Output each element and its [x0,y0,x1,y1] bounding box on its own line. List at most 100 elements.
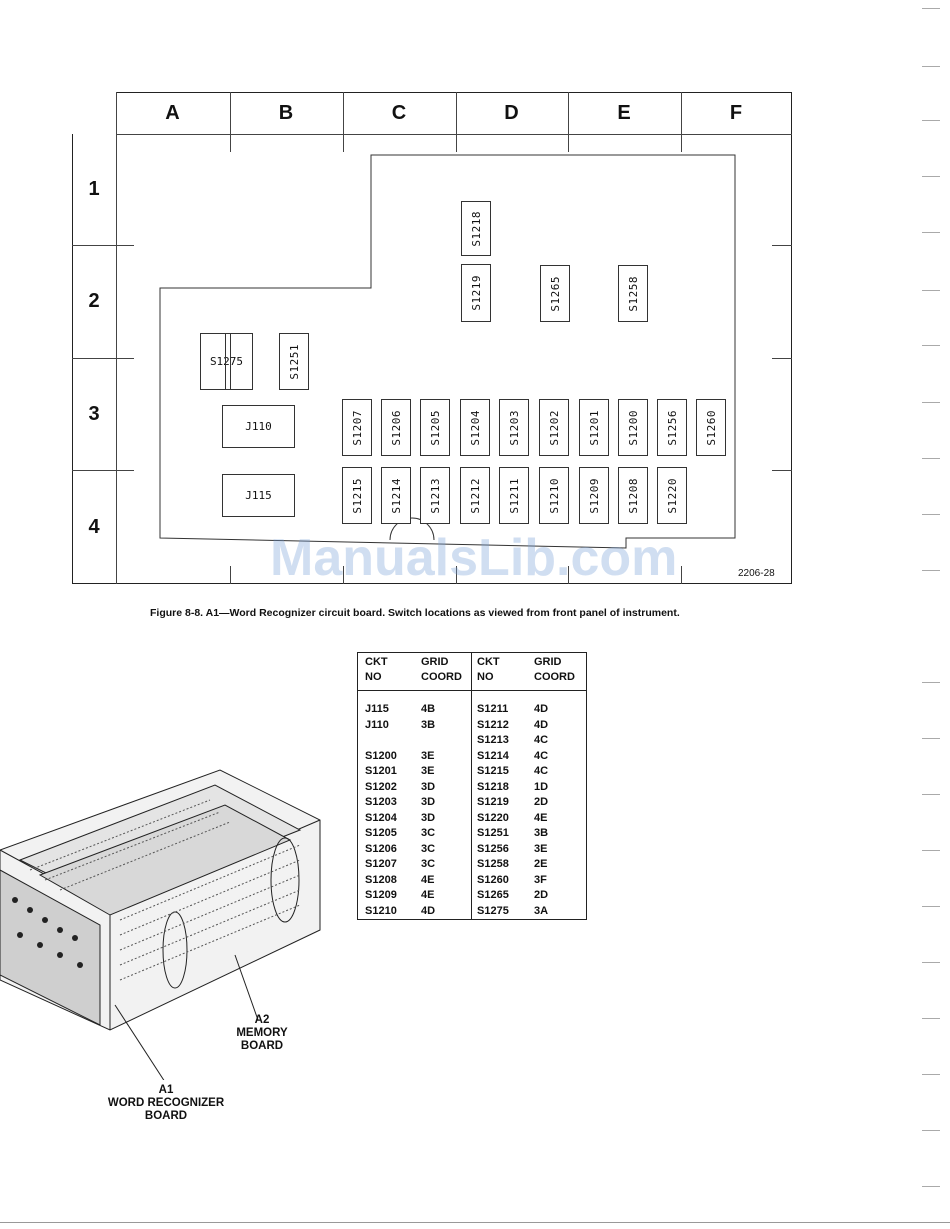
table-cell-ckt-no: S1212 [477,718,509,731]
table-cell-grid-coord: 3B [534,827,549,839]
table-cell-ckt-no: S1207 [365,858,397,870]
table-cell-grid-coord: 4D [534,718,549,731]
table-cell-ckt-no: S1204 [365,811,397,824]
table-cell-ckt-no: S1251 [477,827,509,839]
table-cell-grid-coord: 2E [534,858,548,870]
grid-row-2: 2 [88,290,100,312]
component-j110: J110 [222,405,295,448]
grid-row-1: 1 [88,178,100,200]
table-cell-ckt-no: S1256 [477,842,509,855]
coordinate-table [357,652,587,920]
table-cell-ckt-no: S1219 [477,796,509,808]
table-cell-grid-coord: 3E [421,765,435,777]
component-s1206: S1206 [381,399,411,456]
table-cell-grid-coord: 2D [534,796,549,808]
table-cell-ckt-no: S1213 [477,734,509,746]
table-cell-ckt-no: S1209 [365,889,397,901]
table-cell-grid-coord: 3B [421,718,436,731]
table-cell-ckt-no: J110 [365,718,389,731]
table-cell-grid-coord: 4E [421,889,435,901]
table-cell-grid-coord: 3C [421,858,436,870]
component-s1215: S1215 [342,467,372,524]
component-s1207: S1207 [342,399,372,456]
table-cell-ckt-no: S1215 [477,765,509,777]
label-a2-memory-board: A2 MEMORY BOARD [236,1014,288,1052]
table-cell-grid-coord: 4E [421,873,435,886]
component-s1212: S1212 [460,467,490,524]
component-s1214: S1214 [381,467,411,524]
table-cell-ckt-no: S1210 [365,904,397,917]
component-s1220: S1220 [657,467,687,524]
table-cell-grid-coord: 3C [421,827,436,839]
component-s1218: S1218 [461,201,491,256]
component-s1203: S1203 [499,399,529,456]
table-cell-grid-coord: 4D [534,703,549,715]
grid-col-e: E [617,101,632,124]
table-cell-grid-coord: 3F [534,873,547,886]
component-s1201: S1201 [579,399,609,456]
table-cell-ckt-no: S1265 [477,889,509,901]
table-cell-grid-coord: 2D [534,889,549,901]
grid-row-4: 4 [88,515,100,538]
grid-frame [72,92,792,584]
table-cell-grid-coord: 4E [534,811,548,824]
figure-caption: Figure 8-8. A1—Word Recognizer circuit b… [150,607,680,619]
component-s1200: S1200 [618,399,648,456]
table-cell-ckt-no: S1208 [365,873,397,886]
table-cell-grid-coord: 3C [421,842,436,855]
table-cell-grid-coord: 3A [534,904,549,917]
table-cell-ckt-no: J115 [365,703,389,715]
grid-col-d: D [504,101,520,124]
table-cell-ckt-no: S1202 [365,780,397,793]
table-cell-ckt-no: S1203 [365,796,397,808]
grid-col-a: A [165,101,181,124]
table-cell-grid-coord: 3E [534,842,548,855]
component-s1265: S1265 [540,265,570,322]
component-j115: J115 [222,474,295,517]
table-cell-grid-coord: 4C [534,765,549,777]
instrument-illustration [0,769,321,1080]
table-cell-ckt-no: S1200 [365,749,397,762]
watermark: ManualsLib.com [270,529,678,587]
grid-col-f: F [729,101,744,124]
component-s1202: S1202 [539,399,569,456]
component-s1211: S1211 [499,467,529,524]
component-s1251: S1251 [279,333,309,390]
table-cell-grid-coord: 4B [421,703,436,715]
table-cell-grid-coord: 3D [421,811,436,824]
component-s1204: S1204 [460,399,490,456]
table-cell-grid-coord: 4C [534,749,549,762]
component-s1219: S1219 [461,264,491,322]
table-cell-grid-coord: 4D [421,904,436,917]
grid-col-b: B [278,101,295,124]
component-s1275: S1275 [200,333,253,390]
row-header-separator [116,92,117,584]
circuit-board-outline [159,154,736,549]
component-s1208: S1208 [618,467,648,524]
component-s1210: S1210 [539,467,569,524]
component-s1205: S1205 [420,399,450,456]
table-cell-grid-coord: 4C [534,734,549,746]
table-cell-ckt-no: S1205 [365,827,397,839]
component-s1260: S1260 [696,399,726,456]
table-cell-grid-coord: 3E [421,749,435,762]
header-separator [116,134,792,135]
table-cell-ckt-no: S1211 [477,703,509,715]
table-cell-ckt-no: S1275 [477,904,509,917]
table-cell-grid-coord: 3D [421,796,436,808]
table-cell-ckt-no: S1218 [477,780,509,793]
component-s1209: S1209 [579,467,609,524]
table-cell-ckt-no: S1260 [477,873,509,886]
table-cell-ckt-no: S1258 [477,858,509,870]
table-cell-ckt-no: S1206 [365,842,397,855]
component-s1213: S1213 [420,467,450,524]
grid-row-3: 3 [88,402,100,425]
table-cell-ckt-no: S1201 [365,765,397,777]
grid-col-c: C [391,101,408,124]
component-s1258: S1258 [618,265,648,322]
component-s1256: S1256 [657,399,687,456]
